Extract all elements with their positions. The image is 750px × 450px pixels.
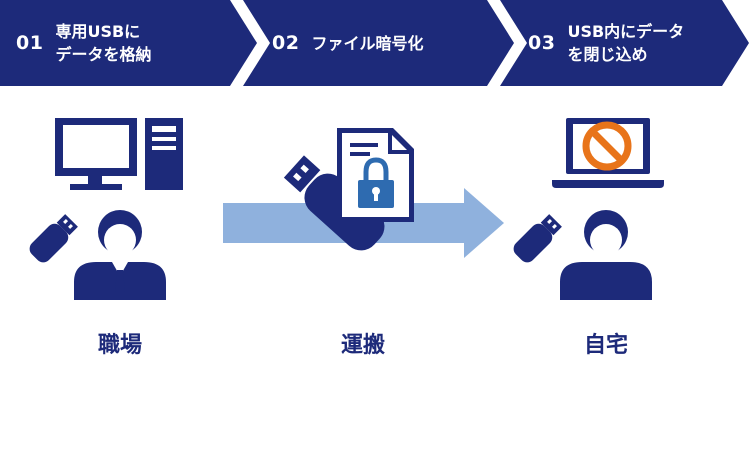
lock-icon <box>358 157 394 208</box>
step-1-title: 専用USBに データを格納 <box>55 22 152 64</box>
caption-transport: 運搬 <box>341 332 385 358</box>
step-banner: 01 専用USBに データを格納 02 ファイル暗号化 03 USB内にデータ … <box>0 0 750 86</box>
step-2-chevron <box>243 0 514 86</box>
step-3-chevron <box>500 0 749 86</box>
prohibited-icon <box>582 121 632 171</box>
step-3-number: 03 <box>528 32 556 54</box>
step-1: 01 専用USBに データを格納 <box>16 0 151 86</box>
step-2: 02 ファイル暗号化 <box>272 0 423 86</box>
step-3-title: USB内にデータ を閉じ込め <box>567 22 685 64</box>
caption-workplace: 職場 <box>98 332 142 358</box>
desktop-pc-icon <box>55 118 183 190</box>
person-home-icon <box>560 210 652 300</box>
locked-document-icon <box>337 128 414 222</box>
step-1-chevron <box>0 0 257 86</box>
usb-drive-home-icon <box>513 214 562 263</box>
banner-chevrons <box>0 0 749 86</box>
step-2-number: 02 <box>272 32 300 54</box>
usb-drive-icon <box>29 214 78 263</box>
caption-home: 自宅 <box>584 332 628 358</box>
step-2-title: ファイル暗号化 <box>311 33 424 53</box>
step-3: 03 USB内にデータ を閉じ込め <box>528 0 684 86</box>
person-icon <box>74 210 166 300</box>
step-1-number: 01 <box>16 32 44 54</box>
